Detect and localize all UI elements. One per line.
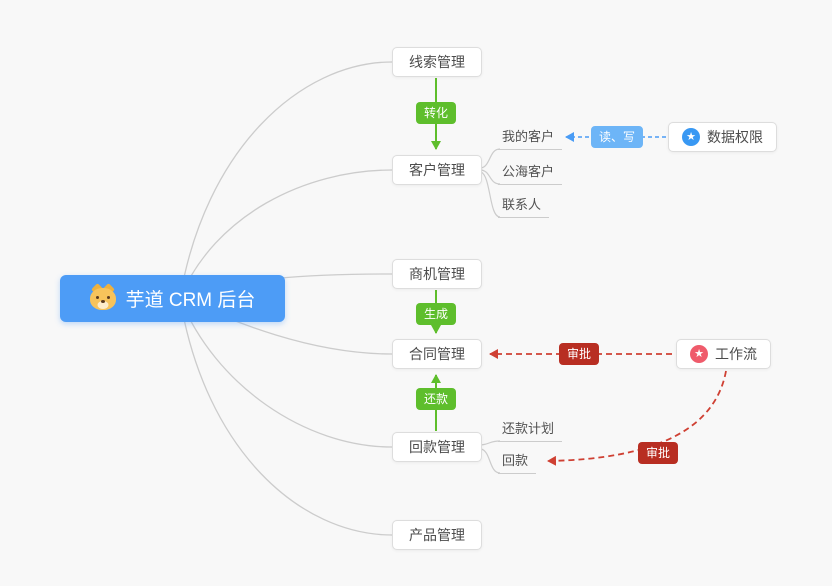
badge-approve-contract[interactable]: 审批 — [558, 343, 600, 365]
badge-read-write[interactable]: 读、写 — [590, 126, 644, 148]
star-glyph: ★ — [694, 347, 704, 360]
node-data-permission[interactable]: ★ 数据权限 — [668, 122, 777, 152]
child-node-receivable[interactable]: 回款 — [498, 452, 537, 474]
star-glyph: ★ — [686, 130, 696, 143]
badge-convert[interactable]: 转化 — [415, 102, 457, 124]
node-receivables[interactable]: 回款管理 — [392, 432, 482, 462]
node-label: 数据权限 — [707, 129, 763, 145]
child-node-contacts[interactable]: 联系人 — [498, 196, 550, 218]
node-label: 合同管理 — [409, 346, 465, 362]
child-node-my-customers[interactable]: 我的客户 — [498, 128, 563, 150]
node-customers[interactable]: 客户管理 — [392, 155, 482, 185]
node-label: 线索管理 — [409, 54, 465, 70]
node-label: 产品管理 — [409, 527, 465, 543]
node-leads[interactable]: 线索管理 — [392, 47, 482, 77]
badge-repay[interactable]: 还款 — [415, 388, 457, 410]
badge-approve-receivable[interactable]: 审批 — [637, 442, 679, 464]
root-node-crm-backend[interactable]: 芋道 CRM 后台 — [60, 275, 285, 322]
node-label: 工作流 — [715, 346, 757, 362]
child-node-public-customers[interactable]: 公海客户 — [498, 163, 563, 185]
dog-logo-icon — [89, 283, 116, 310]
node-label: 客户管理 — [409, 162, 465, 178]
edge-root-products — [179, 297, 393, 536]
edge-root-leads — [179, 61, 393, 299]
node-contracts[interactable]: 合同管理 — [392, 339, 482, 369]
star-icon: ★ — [690, 345, 708, 363]
node-workflow[interactable]: ★ 工作流 — [676, 339, 771, 369]
node-label: 回款管理 — [409, 439, 465, 455]
node-products[interactable]: 产品管理 — [392, 520, 482, 550]
root-node-label: 芋道 CRM 后台 — [125, 290, 256, 311]
node-opportunities[interactable]: 商机管理 — [392, 259, 482, 289]
child-node-repayment-plan[interactable]: 还款计划 — [498, 420, 563, 442]
star-icon: ★ — [682, 128, 700, 146]
badge-generate[interactable]: 生成 — [415, 303, 457, 325]
node-label: 商机管理 — [409, 266, 465, 282]
